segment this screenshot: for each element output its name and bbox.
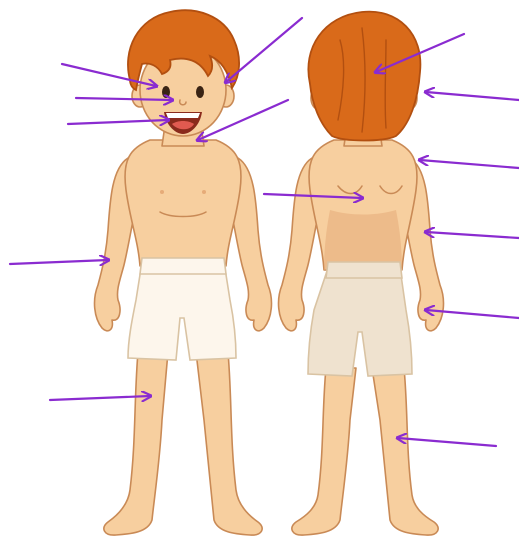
front-torso — [125, 140, 241, 266]
arrow-back-elbow — [426, 232, 519, 238]
front-eye-right — [196, 86, 204, 98]
back-lower-shading — [324, 210, 402, 270]
back-shorts — [308, 268, 412, 376]
arrow-back-shoulder — [420, 160, 519, 168]
front-eye-left — [162, 86, 170, 98]
front-shorts — [128, 262, 236, 360]
boy-back-view — [279, 12, 444, 535]
front-waistband — [140, 258, 226, 274]
arrow-front-arm — [10, 260, 108, 264]
back-legs — [292, 368, 438, 535]
arrow-back-calf — [398, 438, 496, 446]
back-waistband — [326, 262, 402, 278]
boy-front-view — [95, 10, 272, 535]
front-nipple-left — [160, 190, 164, 194]
front-teeth — [166, 113, 200, 118]
front-legs — [104, 352, 262, 535]
front-nipple-right — [202, 190, 206, 194]
label-arrows — [10, 18, 519, 446]
arrow-back-ear — [426, 92, 519, 100]
